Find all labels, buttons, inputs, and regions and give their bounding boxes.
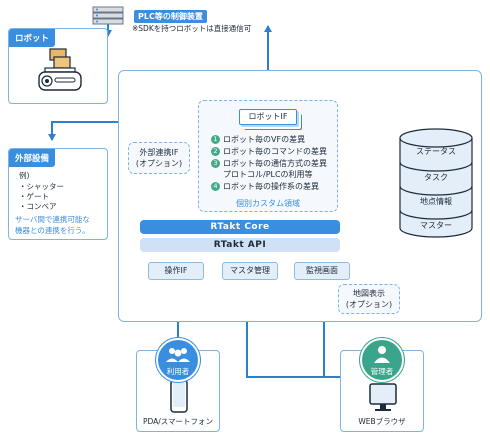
external-panel-title: 外部設備 — [9, 149, 56, 167]
robot-if-title: ロボットIF — [248, 112, 288, 121]
item-number-badge: 2 — [211, 147, 220, 156]
external-equipment-panel: 外部設備 例) ・シャッター ・ゲート ・コンベア サーバ間で連携可能な 機器と… — [8, 148, 108, 240]
external-if-box: 外部連携IF (オプション) — [128, 142, 190, 174]
item-number-badge: 3 — [211, 159, 220, 168]
op-if-module: 操作IF — [148, 262, 204, 280]
plc-label: PLC等の制御装置 — [134, 10, 207, 23]
rtakt-core-bar: RTakt Core — [140, 220, 340, 234]
external-example-3: ・コンベア — [19, 202, 57, 211]
robot-panel-title: ロボット — [9, 29, 56, 47]
db-item-task: タスク — [424, 173, 448, 182]
external-if-line1: 外部連携IF — [139, 148, 179, 157]
user-panel: PDA/スマートフォン — [136, 350, 220, 432]
plc-device-icon — [92, 6, 124, 26]
robot-panel: ロボット — [8, 28, 108, 104]
item-text: ロボット毎の通信方式の差異 — [223, 159, 327, 168]
item-number-badge: 1 — [211, 135, 220, 144]
external-example-2: ・ゲート — [19, 192, 49, 201]
item-number-badge: 4 — [211, 182, 220, 191]
map-display-box: 地図表示 (オプション) — [338, 284, 400, 314]
robot-if-item-3-sub: プロトコル/PLCの利用等 — [223, 170, 313, 179]
db-item-location: 地点情報 — [420, 197, 452, 206]
db-stack: ステータス タスク 地点情報 マスター — [398, 128, 474, 240]
item-text: ロボット毎のコマンドの差異 — [223, 147, 327, 156]
admin-device-label: WEBブラウザ — [358, 417, 406, 426]
smartphone-icon — [170, 379, 188, 413]
external-example-1: ・シャッター — [19, 182, 64, 191]
robot-if-caption: 個別カスタム領域 — [236, 199, 300, 208]
db-item-status: ステータス — [416, 147, 456, 156]
rtakt-api-bar: RTakt API — [140, 238, 340, 252]
db-item-master: マスター — [420, 221, 452, 230]
user-label: 利用者 — [166, 367, 190, 376]
user-device-label: PDA/スマートフォン — [142, 417, 214, 426]
external-note-2: 機器との連携を行う。 — [15, 226, 90, 235]
item-text: ロボット毎の操作系の差異 — [223, 182, 319, 191]
external-example-head: 例) — [19, 171, 30, 180]
admin-icon: 管理者 — [360, 338, 404, 382]
monitor-icon — [369, 383, 397, 413]
monitor-module: 監視画面 — [294, 262, 350, 280]
external-note-1: サーバ間で連携可能な — [15, 215, 90, 224]
robot-if-title-box: ロボットIF — [239, 109, 297, 125]
map-display-line2: (オプション) — [345, 300, 393, 309]
external-if-line2: (オプション) — [135, 159, 183, 168]
master-mgmt-module: マスタ管理 — [222, 262, 278, 280]
plc-note: ※SDKを持つロボットは直接通信可 — [132, 24, 252, 33]
db-cylinder-icon — [399, 128, 473, 238]
admin-label: 管理者 — [370, 367, 394, 376]
robot-icon — [33, 45, 87, 99]
user-icon: 利用者 — [156, 338, 200, 382]
map-display-line1: 地図表示 — [353, 289, 385, 298]
item-text: ロボット毎のVFの差異 — [223, 135, 306, 144]
